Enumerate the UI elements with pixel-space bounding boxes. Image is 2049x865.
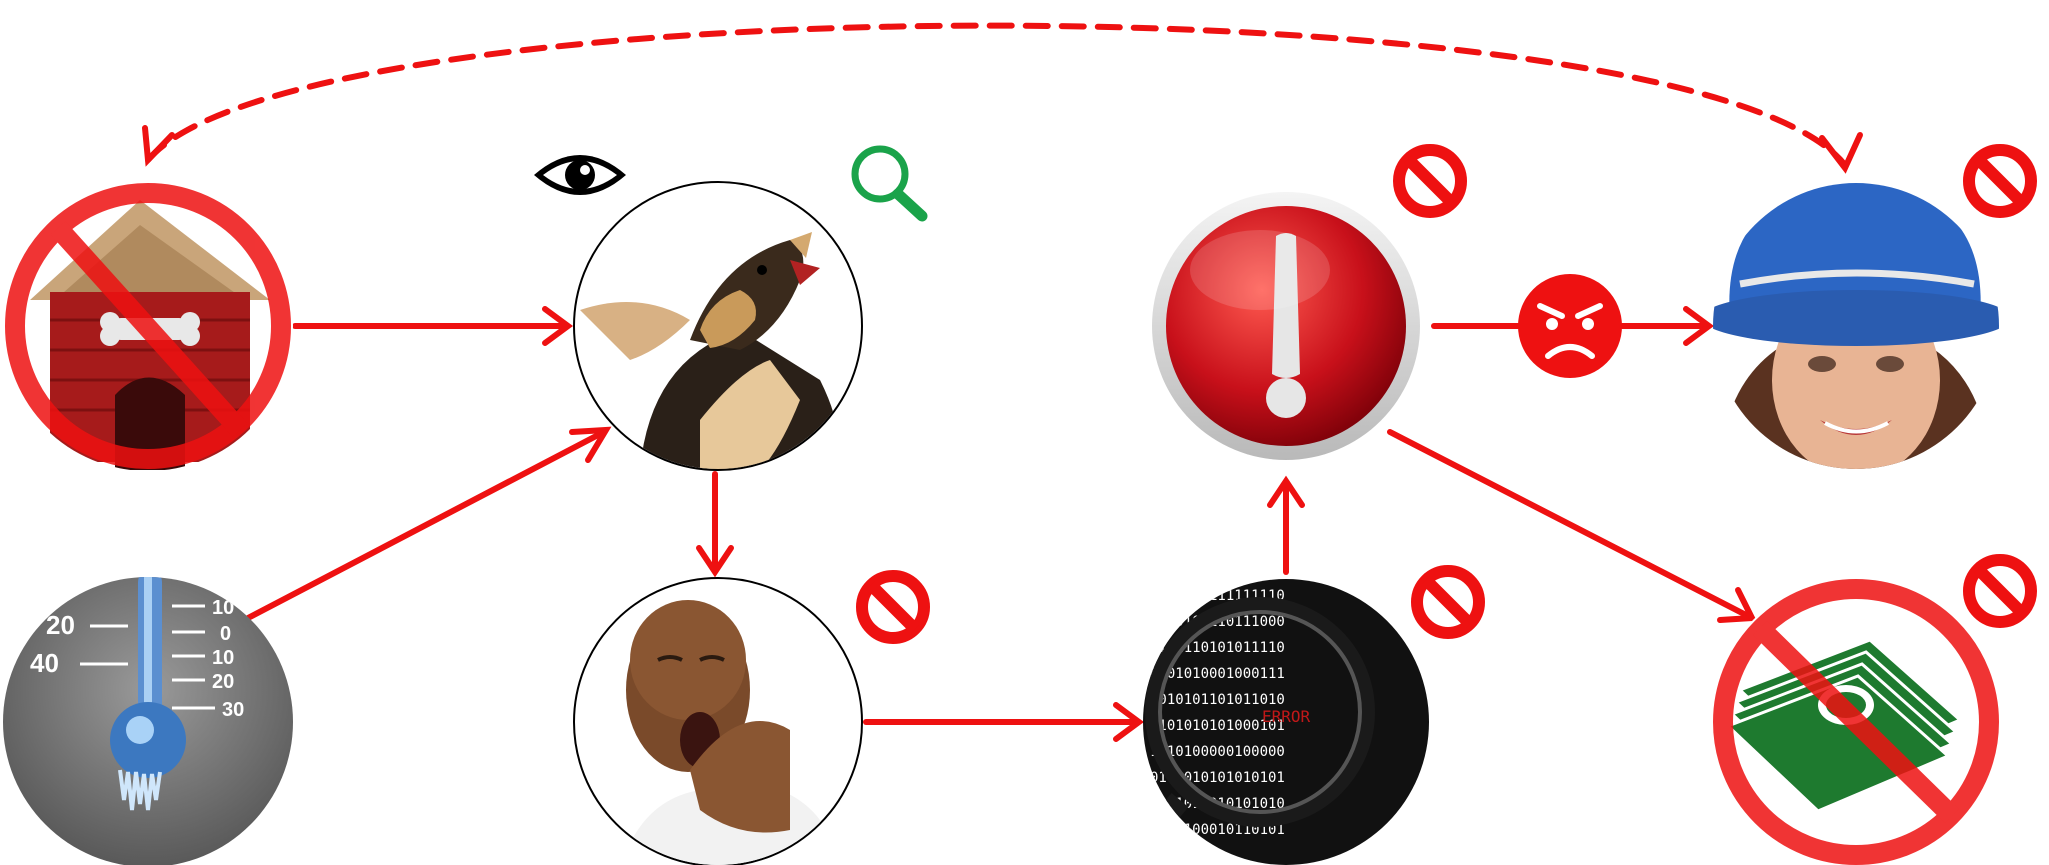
svg-text:10: 10 bbox=[212, 597, 234, 619]
prohibited-badge-alert bbox=[1399, 150, 1461, 212]
yawning-man-node bbox=[574, 578, 862, 865]
prohibited-badge-woman bbox=[1969, 150, 2031, 212]
svg-text:20: 20 bbox=[212, 671, 234, 693]
dashed-arc-arrowhead-left bbox=[145, 128, 172, 160]
arrow-alert-to-money bbox=[1390, 432, 1748, 616]
arrow-thermometer-to-dog bbox=[248, 434, 600, 618]
binary-line: 1010101101011010 bbox=[1150, 692, 1285, 708]
arrows bbox=[145, 26, 1860, 739]
barking-dog-node bbox=[574, 182, 862, 470]
doghouse-node bbox=[0, 180, 300, 480]
woman-hat-node bbox=[1700, 180, 2020, 480]
svg-text:20: 20 bbox=[46, 610, 75, 640]
eye-icon bbox=[534, 155, 626, 195]
dashed-arc-arrowhead-right bbox=[1822, 135, 1860, 168]
woman-in-hat-image bbox=[1700, 180, 2020, 480]
magnifier-binary-image: 0100011111111110101010111011100001011101… bbox=[1130, 575, 1440, 865]
error-word: ERROR bbox=[1262, 707, 1311, 726]
dashed-arc-arrow bbox=[148, 26, 1845, 165]
binary-error-node: 0100011111111110101010111011100001011101… bbox=[1130, 575, 1440, 865]
prohibited-badge-binary bbox=[1417, 571, 1479, 633]
angry-face-icon bbox=[1518, 274, 1622, 378]
exclamation-alert-image bbox=[1152, 192, 1420, 460]
error-alert-node bbox=[1152, 192, 1420, 460]
magnifier-icon bbox=[855, 149, 922, 216]
prohibited-badge-man bbox=[862, 576, 924, 638]
svg-text:30: 30 bbox=[222, 699, 244, 721]
svg-text:10: 10 bbox=[212, 647, 234, 669]
svg-text:0: 0 bbox=[220, 623, 231, 645]
prohibited-badge-money bbox=[1969, 560, 2031, 622]
svg-text:40: 40 bbox=[30, 648, 59, 678]
